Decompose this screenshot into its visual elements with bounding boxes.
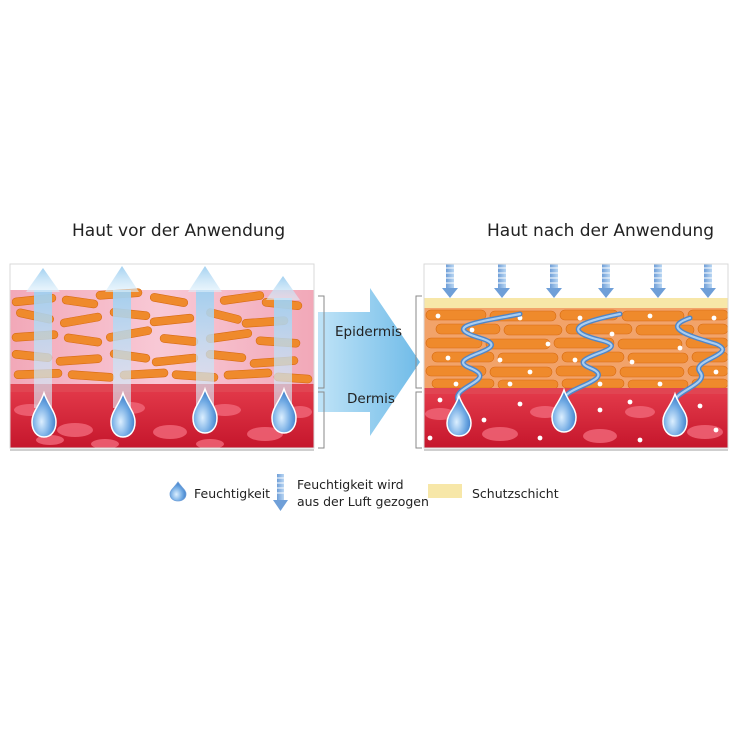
transition-arrow [318,288,420,436]
title-before: Haut vor der Anwendung [72,221,286,241]
moisture-drops-before [31,386,297,438]
moisture-drops-after [446,387,688,437]
dots-after [427,313,719,443]
label-epidermis: Epidermis [335,324,402,340]
panel-after [424,264,728,448]
legend [169,474,462,511]
legend-protective-label: Schutzschicht [472,486,559,501]
legend-protective-swatch [428,484,462,498]
panel-before [10,264,314,448]
legend-air-arrow-icon [273,474,288,511]
title-after: Haut nach der Anwendung [487,221,715,241]
protective-layer [424,298,728,308]
legend-moisture-label: Feuchtigkeit [194,486,271,501]
legend-air-label: Feuchtigkeit wird aus der Luft gezogen [297,476,429,510]
air-intake-arrows [442,264,717,299]
moisture-escape-arrows [26,266,300,408]
legend-moisture-drop-icon [169,481,187,502]
legend-air-line1: Feuchtigkeit wird [297,477,404,492]
label-dermis: Dermis [347,391,395,407]
layer-brackets [318,295,422,449]
legend-air-line2: aus der Luft gezogen [297,494,429,509]
